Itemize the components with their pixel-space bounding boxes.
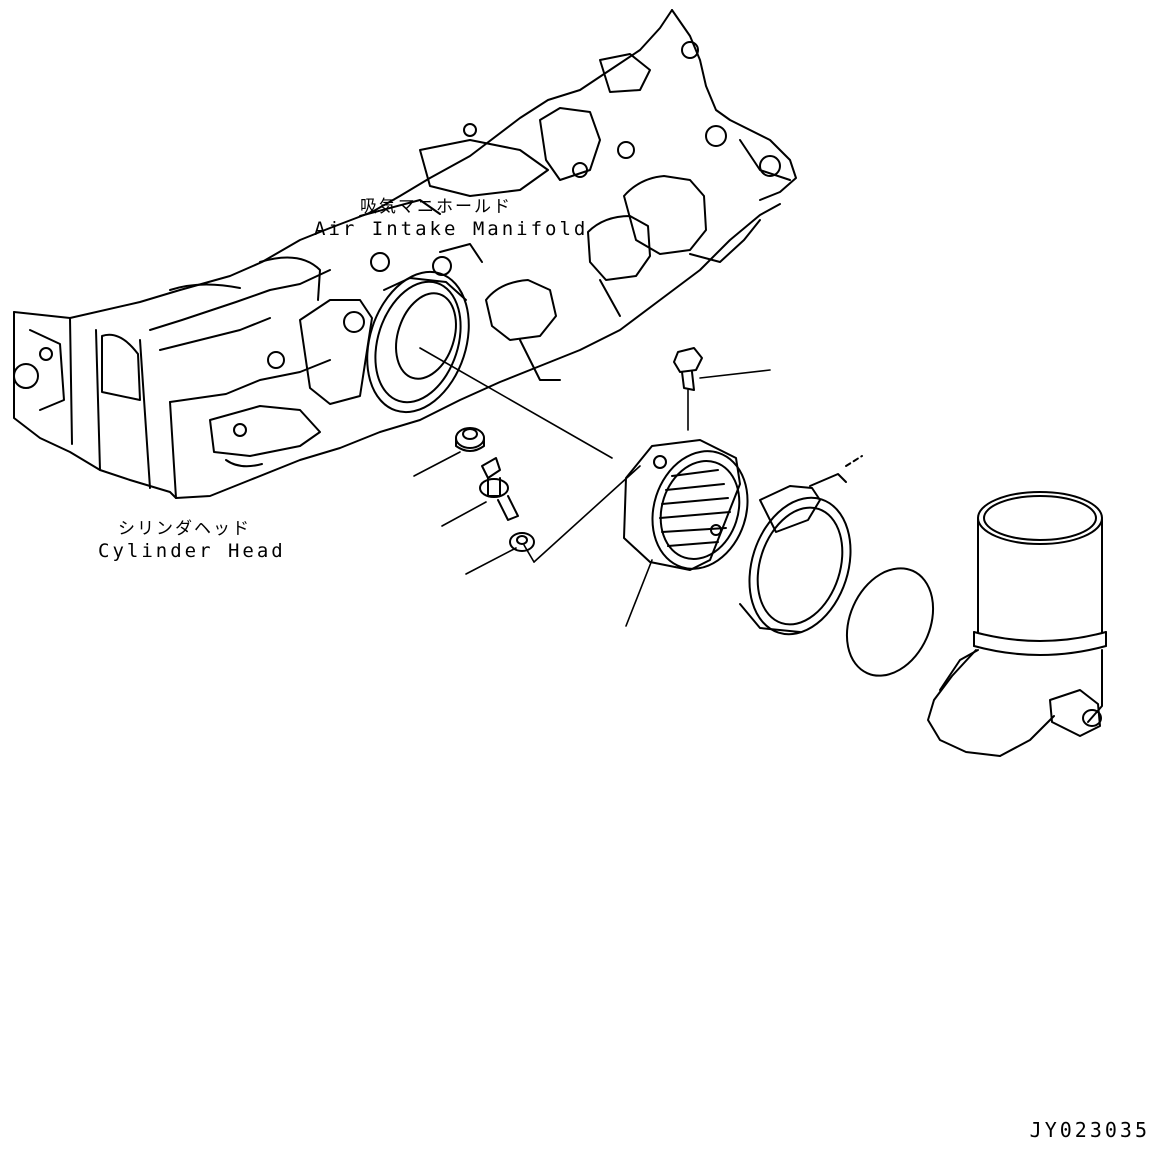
filter-housing-part xyxy=(623,439,749,571)
bolt-part xyxy=(673,347,703,391)
nut-part xyxy=(455,427,485,452)
washer-part xyxy=(509,532,535,552)
leader-lines xyxy=(413,347,771,627)
drawing-code: JY023035 xyxy=(1029,1118,1150,1142)
v-band-clamp-part xyxy=(739,455,863,636)
cylinder-head-label-en: Cylinder Head xyxy=(98,540,286,562)
o-ring-part xyxy=(845,567,935,677)
engine-block-outline xyxy=(13,9,797,499)
cylinder-head-label-jp: シリンダヘッド xyxy=(118,519,251,539)
manifold-label-en: Air Intake Manifold xyxy=(314,218,589,240)
manifold-intake-port xyxy=(366,270,470,414)
elbow-pipe-part xyxy=(927,491,1107,757)
stud-bolt-part xyxy=(479,457,519,521)
manifold-label-jp: 吸気マニホールド xyxy=(360,197,512,217)
